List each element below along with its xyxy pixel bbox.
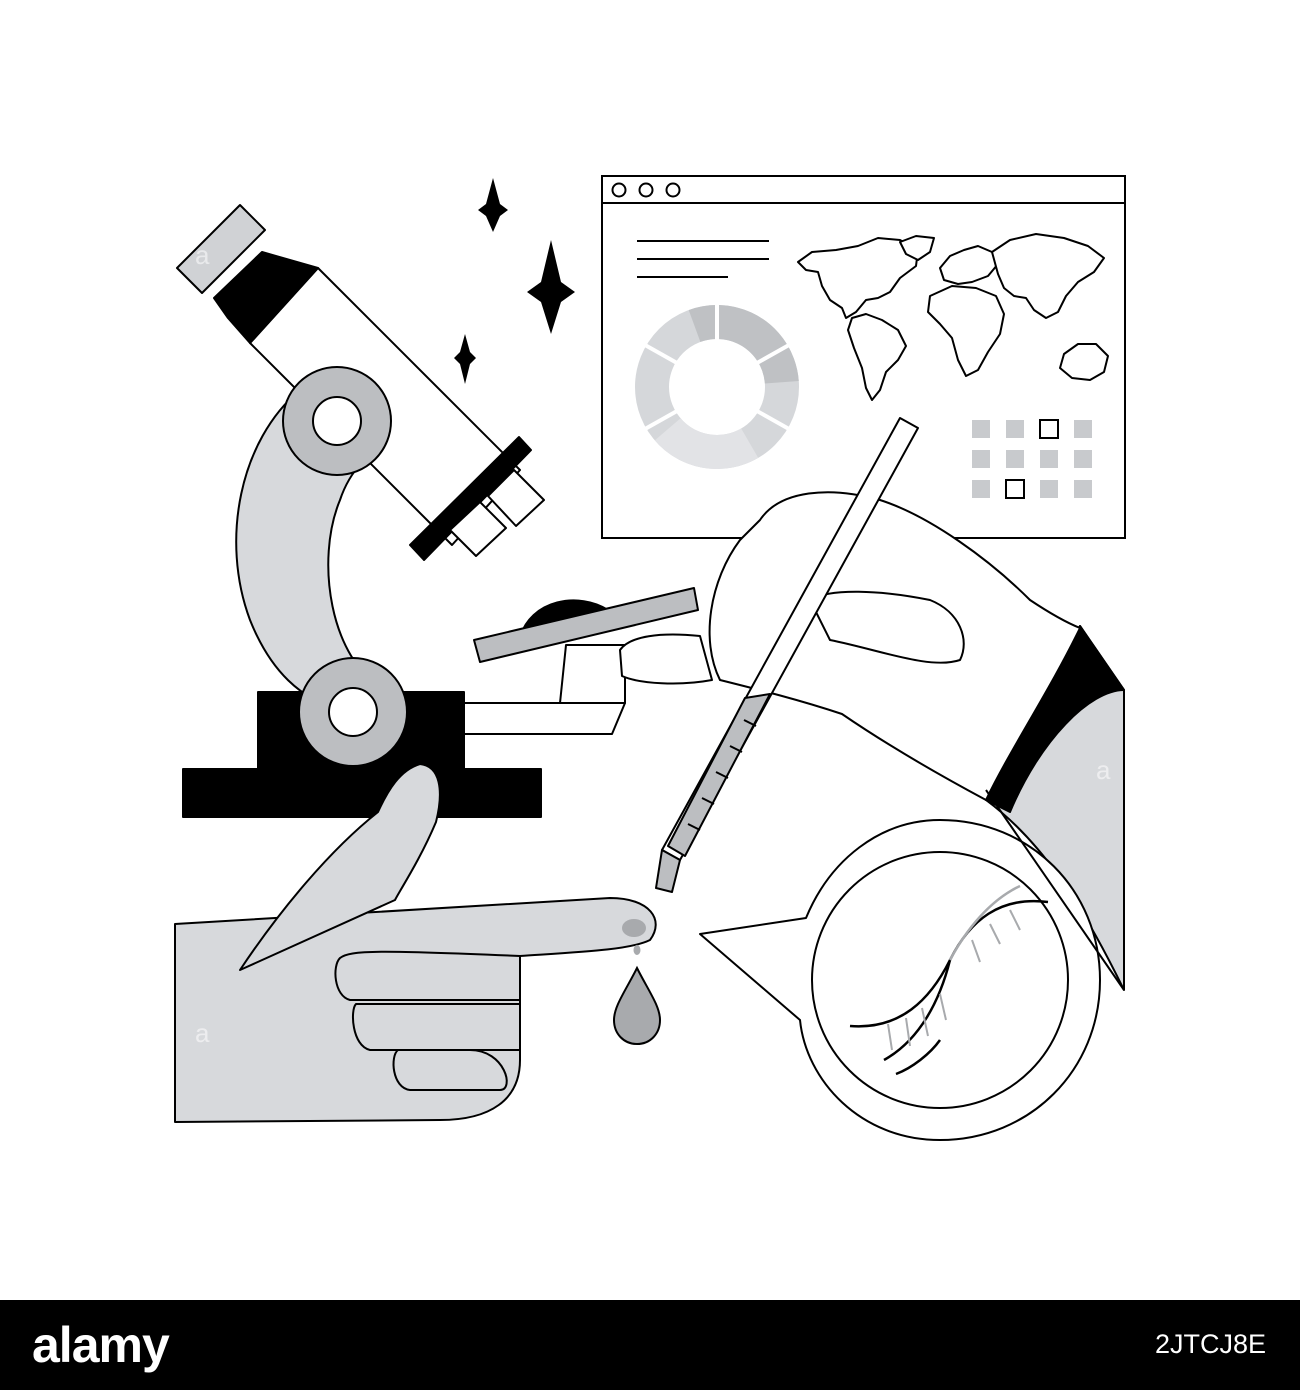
world-map-icon bbox=[797, 233, 1109, 401]
donut-chart-icon bbox=[635, 303, 799, 469]
svg-text:a: a bbox=[195, 1018, 210, 1048]
window-dot-icon bbox=[638, 182, 654, 198]
brand-logo[interactable]: alamy bbox=[32, 1317, 170, 1373]
illustration: a a a a bbox=[174, 175, 1126, 1141]
window-dot-icon bbox=[611, 182, 627, 198]
pipette-icon bbox=[655, 417, 919, 893]
blood-drop-icon bbox=[612, 945, 662, 1046]
patient-hand-icon bbox=[174, 763, 657, 1123]
svg-text:a: a bbox=[1096, 755, 1111, 785]
dna-bubble-icon bbox=[699, 789, 1125, 1141]
watermark: a a a a bbox=[195, 240, 1111, 1048]
dna-helix-icon bbox=[849, 884, 1049, 1076]
svg-text:a: a bbox=[195, 240, 210, 270]
microscope-icon bbox=[176, 204, 699, 818]
footer-bar: alamy 2JTCJ8E bbox=[0, 1300, 1300, 1390]
image-id: 2JTCJ8E bbox=[1154, 1329, 1266, 1359]
sparkle-icon bbox=[454, 178, 575, 384]
gloved-hand-icon bbox=[619, 491, 1081, 801]
window-dot-icon bbox=[665, 182, 681, 198]
status-grid-icon bbox=[972, 419, 1092, 499]
text-lines-icon bbox=[637, 240, 769, 278]
illustration-canvas: a a a a bbox=[174, 175, 1126, 1141]
svg-text:a: a bbox=[626, 495, 641, 525]
